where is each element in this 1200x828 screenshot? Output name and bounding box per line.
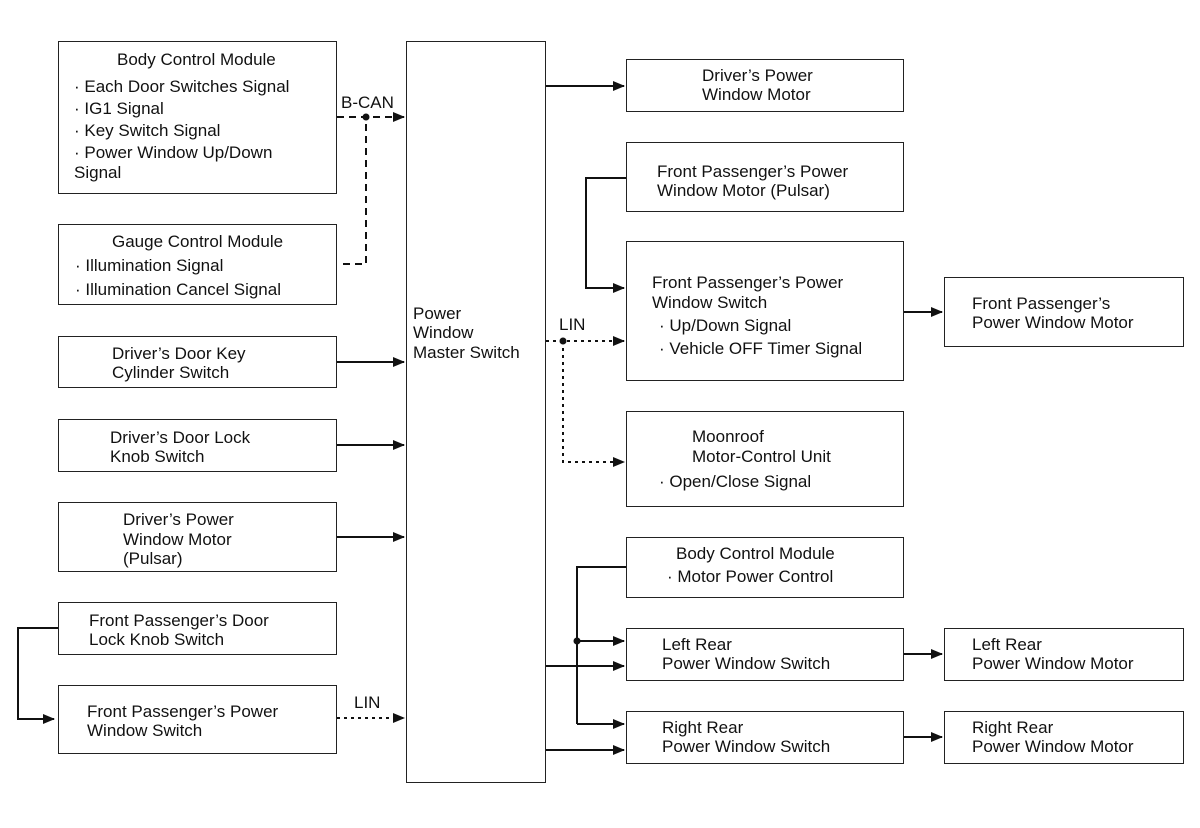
bcan-label: B-CAN [341, 93, 394, 112]
fp-switch-right-line: · Up/Down Signal [659, 316, 792, 335]
junction-lin-right [559, 337, 567, 345]
driver-motor-pulsar-line: (Pulsar) [123, 549, 183, 568]
arrow-fp-motor-pulsar [585, 177, 626, 293]
lr-motor-line: Left Rear [972, 635, 1042, 654]
bcm-input-line: · Each Door Switches Signal [74, 77, 290, 96]
driver-motor-line: Driver’s Power [702, 66, 813, 85]
fp-motor-line: Front Passenger’s [972, 294, 1111, 313]
lin-label-right: LIN [559, 315, 586, 334]
lr-motor-line: Power Window Motor [972, 654, 1134, 673]
fp-switch-right-line: Window Switch [652, 293, 768, 312]
bcm-input-box: Body Control Module · Each Door Switches… [58, 41, 337, 194]
gauge-title: Gauge Control Module [112, 232, 284, 251]
fp-switch-right-line: Front Passenger’s Power [652, 273, 844, 292]
bcm-output-box: Body Control Module · Motor Power Contro… [626, 537, 904, 598]
driver-motor-pulsar-box: Driver’s Power Window Motor (Pulsar) [58, 502, 337, 572]
bcm-power-feed [576, 566, 626, 724]
fp-window-motor-box: Front Passenger’s Power Window Motor [944, 277, 1184, 347]
driver-motor-line: Window Motor [702, 85, 811, 104]
lin-line-moonroof [562, 341, 625, 467]
rr-switch-line: Right Rear [662, 718, 744, 737]
master-line: Window [413, 323, 474, 342]
key-cylinder-switch-box: Driver’s Door Key Cylinder Switch [58, 336, 337, 388]
moonroof-line: · Open/Close Signal [659, 472, 812, 491]
fp-switch-left-line: Front Passenger’s Power [87, 702, 279, 721]
bcm-input-title: Body Control Module [117, 50, 276, 69]
lr-switch-line: Left Rear [662, 635, 732, 654]
moonroof-line: Moonroof [692, 427, 764, 446]
driver-motor-pulsar-line: Driver’s Power [123, 510, 234, 529]
driver-window-motor-box: Driver’s Power Window Motor [626, 59, 904, 112]
lock-knob-line: Driver’s Door Lock [110, 428, 251, 447]
junction-bcan [362, 113, 370, 121]
arrow-fp-lock-knob [17, 627, 58, 724]
left-rear-motor-box: Left Rear Power Window Motor [944, 628, 1184, 681]
moonroof-control-unit-box: Moonroof Motor-Control Unit · Open/Close… [626, 411, 904, 507]
gauge-line: · Illumination Cancel Signal [75, 280, 281, 299]
fp-motor-pulsar-box: Front Passenger’s Power Window Motor (Pu… [626, 142, 904, 212]
fp-lock-knob-line: Lock Knob Switch [89, 630, 225, 649]
bcm-output-line: Body Control Module [676, 544, 835, 563]
left-rear-switch-box: Left Rear Power Window Switch [626, 628, 904, 681]
gauge-control-module-box: Gauge Control Module · Illumination Sign… [58, 224, 337, 305]
fp-lock-knob-switch-box: Front Passenger’s Door Lock Knob Switch [58, 602, 337, 655]
fp-switch-left-line: Window Switch [87, 721, 203, 740]
fp-motor-line: Power Window Motor [972, 313, 1134, 332]
lin-label-left: LIN [354, 693, 381, 712]
rr-motor-line: Right Rear [972, 718, 1054, 737]
fp-motor-pulsar-line: Window Motor (Pulsar) [657, 181, 830, 200]
bcm-input-line: · Key Switch Signal [74, 121, 221, 140]
bcm-input-line: · IG1 Signal [74, 99, 164, 118]
master-line: Master Switch [413, 343, 520, 362]
driver-motor-pulsar-line: Window Motor [123, 530, 232, 549]
fp-switch-right-line: · Vehicle OFF Timer Signal [659, 339, 863, 358]
junction-bcm-power [573, 637, 581, 645]
lock-knob-switch-box: Driver’s Door Lock Knob Switch [58, 419, 337, 472]
fp-lock-knob-line: Front Passenger’s Door [89, 611, 269, 630]
fp-window-switch-right-box: Front Passenger’s Power Window Switch · … [626, 241, 904, 381]
master-line: Power [413, 304, 462, 323]
moonroof-line: Motor-Control Unit [692, 447, 831, 466]
right-rear-switch-box: Right Rear Power Window Switch [626, 711, 904, 764]
key-cylinder-line: Cylinder Switch [112, 363, 230, 382]
bcan-line-gauge [343, 117, 367, 265]
bcm-input-line: · Power Window Up/Down [74, 143, 273, 162]
lr-switch-line: Power Window Switch [662, 654, 831, 673]
rr-motor-line: Power Window Motor [972, 737, 1134, 756]
lock-knob-line: Knob Switch [110, 447, 205, 466]
fp-motor-pulsar-line: Front Passenger’s Power [657, 162, 849, 181]
rr-switch-line: Power Window Switch [662, 737, 831, 756]
fp-window-switch-left-box: Front Passenger’s Power Window Switch [58, 685, 337, 754]
gauge-line: · Illumination Signal [75, 256, 224, 275]
power-window-master-switch-box: Power Window Master Switch [406, 41, 546, 783]
key-cylinder-line: Driver’s Door Key [112, 344, 246, 363]
bcm-output-line: · Motor Power Control [667, 567, 834, 586]
bcm-input-line: Signal [74, 163, 122, 182]
right-rear-motor-box: Right Rear Power Window Motor [944, 711, 1184, 764]
